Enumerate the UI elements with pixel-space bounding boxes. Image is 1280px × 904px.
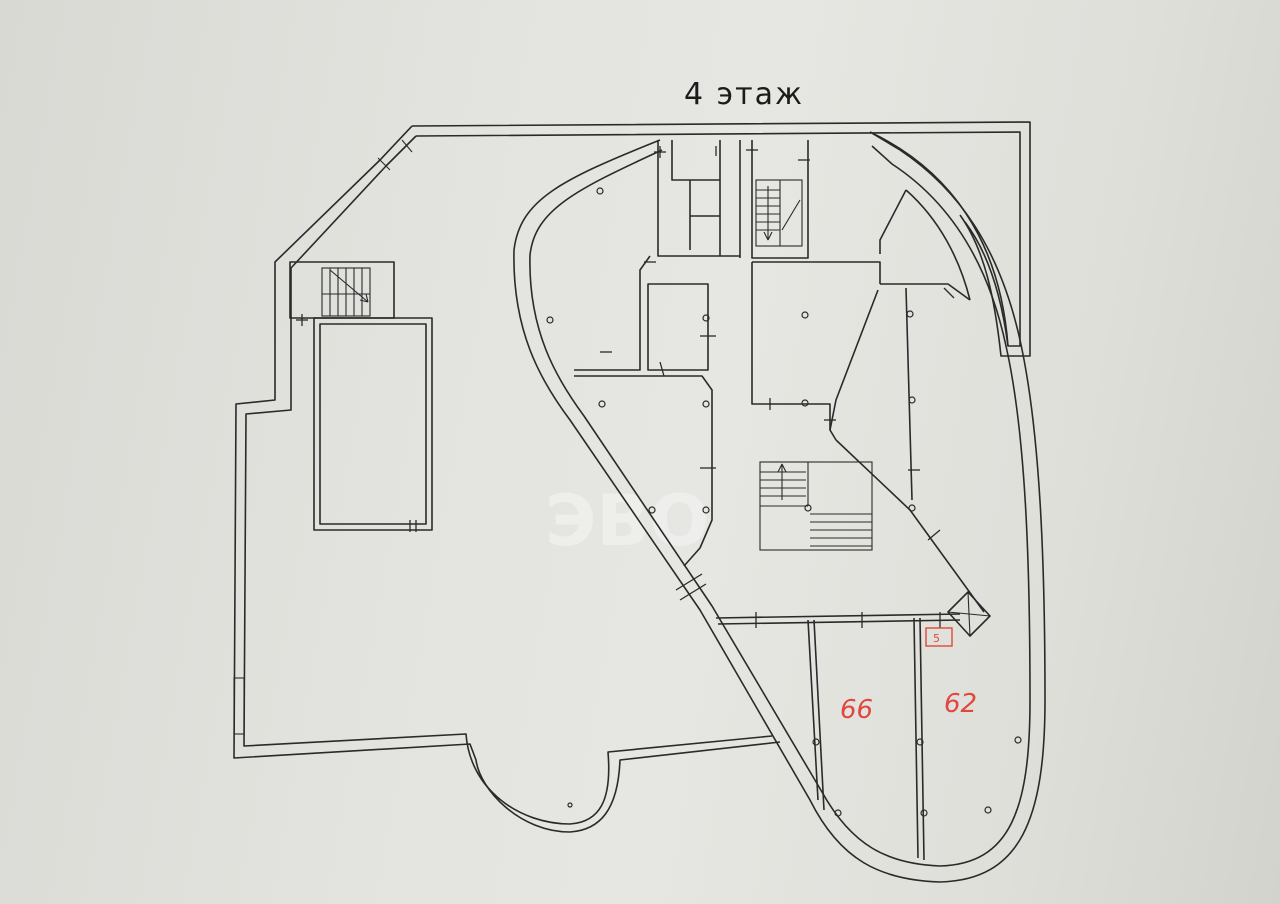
floor-title: 4 этаж <box>684 77 804 112</box>
unit-label-62: 62 <box>944 689 977 719</box>
stair-center <box>759 461 873 551</box>
columns <box>546 187 1022 817</box>
curved-core-walls <box>513 131 1046 883</box>
central-core <box>574 140 991 861</box>
unit-label-66: 66 <box>840 695 873 725</box>
stair-left <box>322 268 370 316</box>
door-marks <box>600 146 955 628</box>
marker-label: 5 <box>933 632 940 645</box>
elevator-shaft <box>947 591 991 637</box>
stair-top <box>755 179 803 247</box>
unit-annotations: 5 66 62 <box>840 627 977 725</box>
left-open-room <box>289 261 433 532</box>
right-curved-wall <box>869 131 1009 347</box>
marker-box <box>925 627 953 647</box>
outer-walls <box>233 121 1031 833</box>
watermark: ЭВО <box>545 480 709 562</box>
